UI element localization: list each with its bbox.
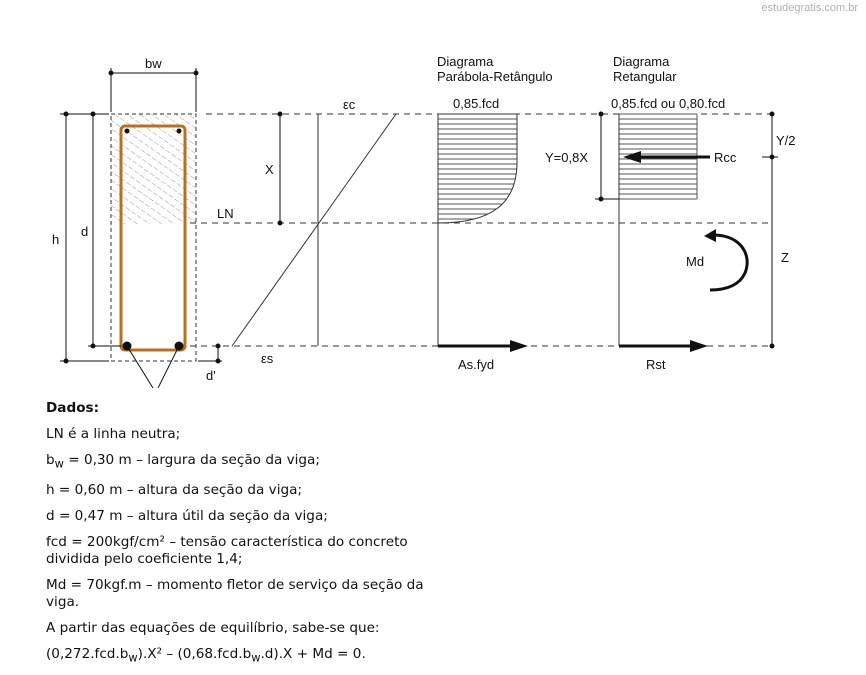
- parabola-stress-label: 0,85.fcd: [453, 96, 499, 111]
- bw-symbol: b: [46, 452, 55, 468]
- dimension-z: [762, 111, 778, 349]
- parabola-stress-block: [437, 113, 518, 224]
- bw-description: = 0,30 m – largura da seção da viga;: [63, 452, 320, 468]
- data-h: h = 0,60 m – altura da seção da viga;: [46, 481, 303, 498]
- rst-arrow: [619, 340, 708, 352]
- data-fcd: fcd = 200kgf/cm² – tensão característica…: [46, 533, 408, 567]
- label-x: X: [265, 162, 274, 177]
- data-title: Dados:: [46, 400, 100, 416]
- rect-title-1: Diagrama: [613, 54, 670, 69]
- rcc-arrow: [623, 151, 710, 163]
- dimension-d-prime: [198, 343, 222, 364]
- dimension-y: [595, 111, 619, 202]
- parabola-title-2: Parábola-Retângulo: [437, 69, 553, 84]
- strain-diagram: [231, 113, 397, 347]
- stirrup: [119, 124, 187, 352]
- dimension-h: [60, 111, 109, 364]
- as-fyd-arrow: [438, 340, 528, 352]
- data-d: d = 0,47 m – altura útil da seção da vig…: [46, 507, 328, 524]
- equation-sub-1: w: [128, 650, 138, 665]
- rect-title-2: Retangular: [613, 69, 677, 84]
- label-as-fyd: As.fyd: [458, 357, 494, 372]
- dimension-x: [277, 111, 283, 226]
- label-d-prime: d': [206, 368, 216, 383]
- label-eps-s: εs: [261, 351, 274, 366]
- label-bw: bw: [145, 56, 162, 71]
- equation: (0,272.fcd.bw).X² – (0,68.fcd.bw.d).X + …: [46, 646, 446, 667]
- data-section: Dados: LN é a linha neutra; bw = 0,30 m …: [46, 400, 446, 675]
- data-bw: bw = 0,30 m – largura da seção da viga;: [46, 452, 446, 473]
- equation-sub-2: w: [251, 650, 261, 665]
- watermark: estudegratis.com.br: [761, 2, 858, 14]
- dimension-bw: [108, 68, 199, 112]
- label-d: d: [81, 224, 88, 239]
- data-ln: LN é a linha neutra;: [46, 426, 181, 442]
- rect-stress-block: [619, 113, 698, 200]
- label-ln: LN: [217, 206, 234, 221]
- label-rcc: Rcc: [714, 150, 737, 165]
- label-h: h: [52, 232, 59, 247]
- top-bar-right: [176, 128, 182, 134]
- rect-stress-label: 0,85.fcd ou 0,80.fcd: [611, 96, 725, 111]
- bw-subscript: w: [54, 456, 64, 471]
- equation-intro: A partir das equações de equilíbrio, sab…: [46, 619, 380, 636]
- beam-section: [110, 113, 197, 389]
- label-z: Z: [781, 250, 789, 265]
- label-rst: Rst: [646, 357, 666, 372]
- top-bar-left: [124, 128, 130, 134]
- beam-section-diagram: bw h d d' X LN εc εs Diagrama Parábola: [52, 54, 796, 389]
- equation-part-2: ).X² – (0,68.fcd.b: [137, 645, 252, 662]
- md-moment-icon: [704, 229, 749, 292]
- equation-part-3: .d).X + Md = 0.: [260, 645, 366, 662]
- label-y-half: Y/2: [776, 133, 796, 148]
- data-md: Md = 70kgf.m – momento fletor de serviço…: [46, 576, 424, 610]
- parabola-title-1: Diagrama: [437, 54, 494, 69]
- label-md: Md: [686, 254, 704, 269]
- label-eps-c: εc: [343, 97, 356, 112]
- equation-part-1: (0,272.fcd.b: [46, 645, 129, 662]
- dimension-d: [88, 111, 121, 349]
- label-y-eq: Y=0,8X: [545, 150, 588, 165]
